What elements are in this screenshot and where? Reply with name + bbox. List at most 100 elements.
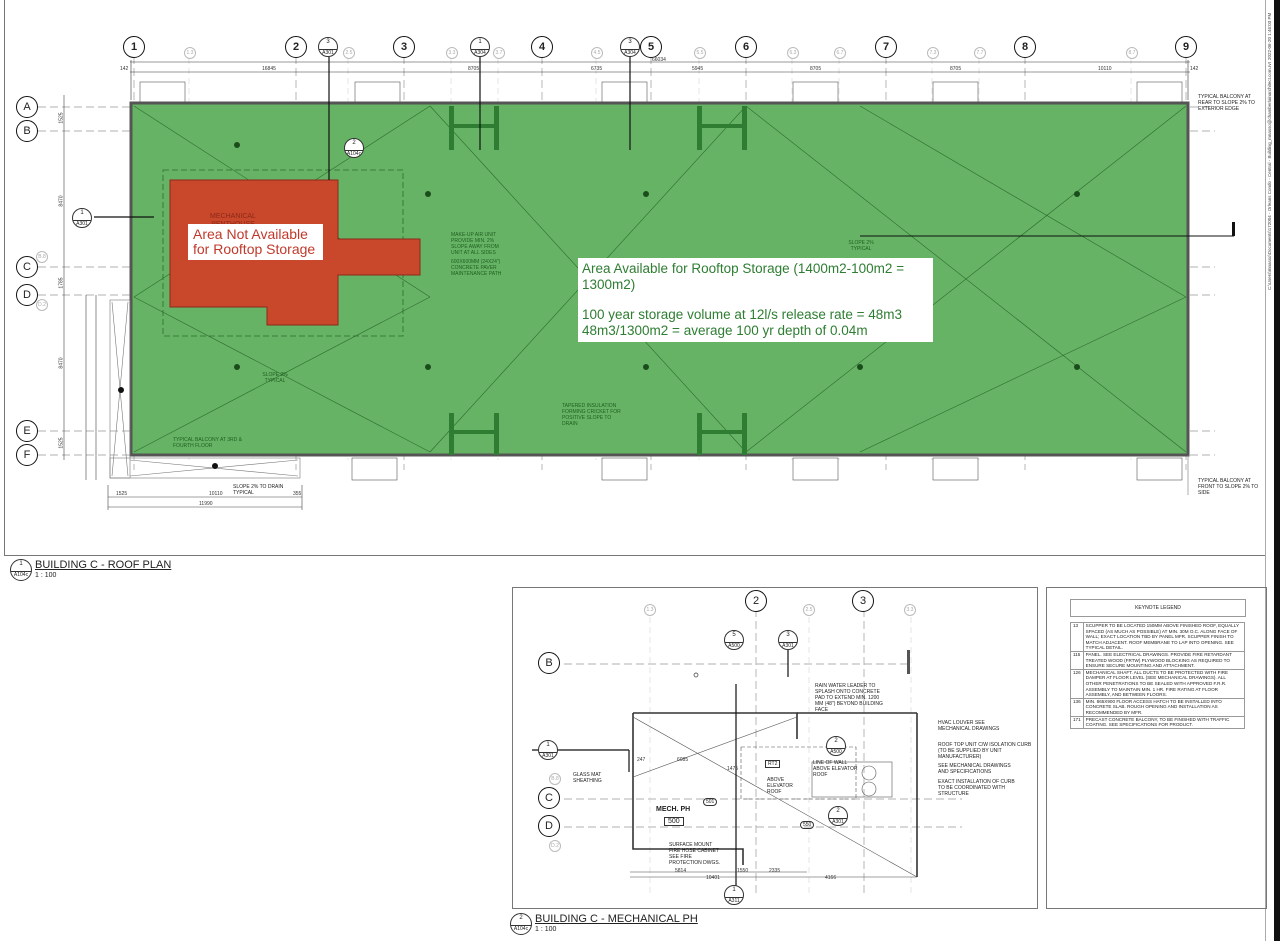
- mech-dim-10401: 10401: [706, 875, 720, 881]
- dim-left-1525-b: 1525: [58, 437, 65, 449]
- view-number-bubble: 1 A104c: [10, 559, 32, 581]
- note-make-up-air: MAKE-UP AIR UNIT PROVIDE MIN. 2% SLOPE A…: [451, 232, 499, 256]
- minor-grid-5-5: 5.5: [694, 47, 706, 59]
- note-fire-hose: SURFACE MOUNT FIRE HOSE CABINET SEE FIRE…: [669, 842, 721, 866]
- mech-grid-bubble-3: 3: [852, 590, 874, 612]
- mech-dim-1550: 1550: [737, 868, 749, 874]
- grid-bubble-4: 4: [531, 36, 553, 58]
- room-number: 500: [664, 817, 684, 826]
- grid-bubble-F: F: [16, 444, 38, 466]
- minor-grid-6-3: 6.3: [787, 47, 799, 59]
- mech-ph-drawing: [532, 609, 962, 897]
- note-slope-typical-right: SLOPE 2% TYPICAL: [848, 240, 874, 252]
- callout-red-line-2: for Rooftop Storage: [193, 241, 316, 257]
- grid-bubble-3: 3: [393, 36, 415, 58]
- mech-ph-title: BUILDING C - MECHANICAL PH: [535, 913, 698, 925]
- dim-top-16845: 16845: [262, 66, 276, 72]
- minor-grid-1-3: 1.3: [184, 47, 196, 59]
- dim-top-142-right: 142: [1190, 66, 1199, 72]
- note-roof-top-unit: ROOF TOP UNIT C/W ISOLATION CURB (TO BE …: [938, 742, 1032, 760]
- callout-green-line-2: 1300m2): [582, 277, 636, 292]
- roof-plan-scale: 1 : 100: [35, 572, 57, 579]
- minor-grid-6-7: 6.7: [834, 47, 846, 59]
- file-path-text: C:\Users\mnasso\Documents\172004 - Orlea…: [1267, 62, 1272, 290]
- dim-bottom-355: 355: [293, 491, 302, 497]
- minor-grid-8-7: 8.7: [1126, 47, 1138, 59]
- grid-bubble-9: 9: [1175, 36, 1197, 58]
- mech-dim-4166: 4166: [825, 875, 837, 881]
- dim-top-142-left: 142: [120, 66, 129, 72]
- minor-grid-7-3: 7.3: [927, 47, 939, 59]
- note-line-of-wall: LINE OF WALL ABOVE ELEVATOR ROOF: [813, 760, 858, 778]
- note-balcony-rear: TYPICAL BALCONY AT REAR TO SLOPE 2% TO E…: [1198, 94, 1255, 112]
- note-exact-install: EXACT INSTALLATION OF CURB TO BE COORDIN…: [938, 779, 1015, 797]
- tag-550: 550: [800, 821, 815, 829]
- dim-left-1525: 1525: [58, 112, 65, 124]
- dim-bottom-1525: 1525: [116, 491, 128, 497]
- note-tapered-insulation: TAPERED INSULATION FORMING CRICKET FOR P…: [562, 403, 621, 427]
- sheet-title-strip: [1265, 0, 1274, 941]
- callout-green-line-1: Area Available for Rooftop Storage (1400…: [582, 261, 905, 276]
- callout-green-line-3: 100 year storage volume at 12l/s release…: [582, 307, 903, 322]
- note-glass-mat: GLASS MAT SHEATHING: [573, 772, 602, 784]
- grid-bubble-A: A: [16, 96, 38, 118]
- mech-dim-1475: 1475: [727, 766, 739, 772]
- minor-grid-3-3: 3.3: [446, 47, 458, 59]
- grid-bubble-8: 8: [1014, 36, 1036, 58]
- dim-left-1785: 1785: [58, 277, 65, 289]
- mech-grid-bubble-B: B: [538, 652, 560, 674]
- minor-grid-4-5: 4.5: [591, 47, 603, 59]
- note-slope-typical-left: SLOPE 2% TYPICAL: [262, 372, 288, 384]
- mech-grid-bubble-C: C: [538, 787, 560, 809]
- grid-bubble-7: 7: [875, 36, 897, 58]
- minor-grid-D-2: D.2: [36, 299, 48, 311]
- minor-grid-3-7: 3.7: [493, 47, 505, 59]
- dim-top-8705-b: 8705: [810, 66, 822, 72]
- grid-bubble-6: 6: [735, 36, 757, 58]
- dim-top-5945: 5945: [692, 66, 704, 72]
- mech-ph-scale: 1 : 100: [535, 926, 557, 933]
- dim-bottom-11990: 11990: [199, 501, 213, 507]
- mech-grid-bubble-2: 2: [745, 590, 767, 612]
- note-concrete-paver: 600x600mm (24x24") CONCRETE PAVER MAINTE…: [451, 259, 502, 277]
- dim-top-8705-c: 8705: [950, 66, 962, 72]
- grid-bubble-5: 5: [640, 36, 662, 58]
- note-above-elevator: ABOVE ELEVATOR ROOF: [767, 777, 793, 795]
- mech-minor-grid-3-3: 3.3: [904, 604, 916, 616]
- dim-left-8470-a: 8470: [58, 195, 65, 207]
- dim-top-10110: 10110: [1098, 66, 1112, 72]
- roof-plan-title: BUILDING C - ROOF PLAN: [35, 559, 172, 571]
- timestamp-text: 2022-06-20 1:46:03 PM: [1267, 12, 1272, 60]
- callout-area-available: Area Available for Rooftop Storage (1400…: [578, 258, 933, 342]
- mech-minor-grid-1-3: 1.3: [644, 604, 656, 616]
- note-see-mech: SEE MECHANICAL DRAWINGS AND SPECIFICATIO…: [938, 763, 1011, 775]
- mech-dim-5814: 5814: [675, 868, 687, 874]
- dim-bottom-10110: 10110: [209, 491, 223, 497]
- callout-red-line-1: Area Not Available: [193, 226, 308, 242]
- tag-501: 501: [703, 798, 718, 806]
- mech-ph-viewport: [512, 587, 1038, 909]
- dim-top-66034: 66034: [652, 57, 666, 63]
- grid-bubble-C: C: [16, 256, 38, 278]
- note-slope-drain: SLOPE 2% TO DRAIN TYPICAL: [233, 484, 284, 496]
- callout-green-line-4: 48m3/1300m2 = average 100 yr depth of 0.…: [582, 323, 868, 338]
- mech-grid-bubble-D: D: [538, 815, 560, 837]
- minor-grid-7-7: 7.7: [974, 47, 986, 59]
- keynote-legend-viewport: [1046, 587, 1267, 909]
- dim-top-8705-a: 8705: [468, 66, 480, 72]
- grid-bubble-E: E: [16, 420, 38, 442]
- tag-rt2: RT2: [765, 760, 781, 768]
- grid-bubble-B: B: [16, 120, 38, 142]
- keynote-legend-title: KEYNOTE LEGEND: [1070, 599, 1246, 617]
